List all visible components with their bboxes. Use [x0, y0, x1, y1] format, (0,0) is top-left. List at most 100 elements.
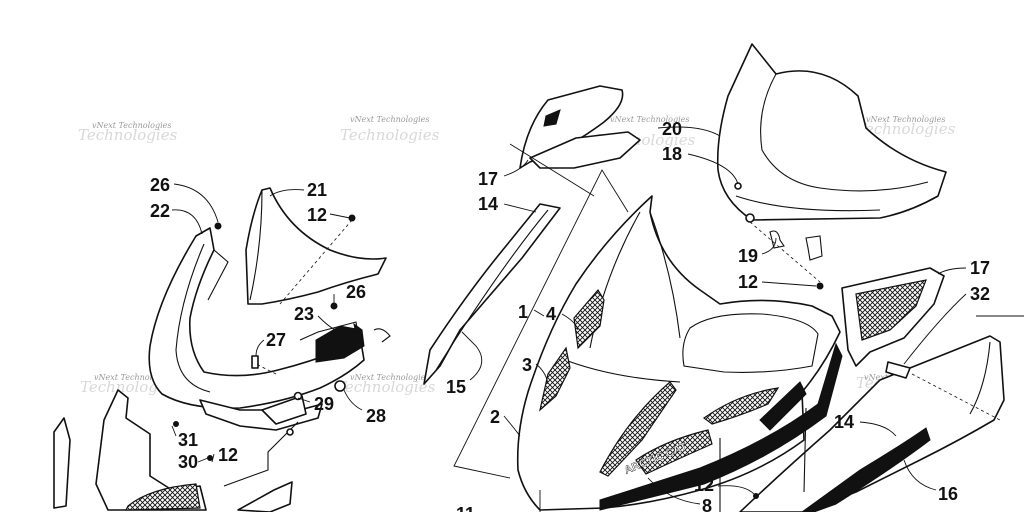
leader-line — [255, 339, 265, 357]
callout-23: 23 — [294, 304, 314, 324]
lower-nose-inner-line — [175, 243, 211, 393]
screw-part — [173, 421, 179, 427]
inner-shroud-part — [245, 187, 387, 305]
callout-26: 26 — [346, 282, 366, 302]
bracket-part — [261, 395, 307, 425]
main-hood-part — [516, 195, 841, 511]
hood-vent-mesh — [702, 387, 780, 425]
watermark-bg: Technologies — [78, 126, 178, 144]
callout-12: 12 — [738, 272, 758, 292]
guide-line — [279, 219, 353, 305]
callout-2: 2 — [490, 407, 500, 427]
assembly-bracket-line — [453, 169, 629, 479]
windshield-bracket-part — [805, 235, 823, 261]
right-side-panel-stripe — [801, 427, 931, 512]
watermark-bg: Technologies — [336, 378, 436, 396]
right-side-panel-line — [969, 341, 991, 415]
watermark: vNext Technologies — [92, 121, 171, 130]
leader-line — [761, 237, 777, 255]
watermark: vNext Technologies — [350, 115, 429, 124]
callout-12: 12 — [307, 205, 327, 225]
callout-11: 11 — [456, 504, 475, 512]
leader-line — [647, 477, 701, 505]
watermark-bg: Technologies — [340, 126, 440, 144]
hood-vent-mesh — [599, 381, 677, 477]
callout-8: 8 — [702, 496, 712, 512]
callout-29: 29 — [314, 394, 334, 414]
guide-line — [255, 363, 277, 375]
lower-right-piece — [237, 481, 293, 512]
hood-vent-mesh — [573, 288, 605, 350]
callout-31: 31 — [178, 430, 198, 450]
leader-line — [717, 485, 755, 495]
callout-17: 17 — [478, 169, 498, 189]
side-trim-part — [53, 417, 71, 509]
lower-panel-line — [803, 407, 807, 493]
screw-part — [214, 222, 222, 230]
leader-line — [329, 213, 351, 219]
watermark: vNext Technologies — [94, 373, 173, 382]
frame-line — [223, 421, 299, 487]
screw-part — [816, 282, 824, 290]
side-rail-line — [435, 209, 549, 371]
clip-part — [373, 328, 391, 343]
callout-28: 28 — [366, 406, 386, 426]
leader-line — [343, 389, 363, 411]
lower-left-mesh — [125, 483, 201, 511]
nut-part — [293, 391, 303, 401]
hood-vent-mesh — [539, 346, 571, 412]
clip-part — [885, 361, 911, 379]
washer-part — [334, 380, 346, 392]
callout-14: 14 — [478, 194, 498, 214]
watermark-bg: Technologies — [856, 120, 956, 138]
hood-stripe-decal — [599, 342, 843, 511]
leader-line — [211, 453, 215, 463]
guide-line — [911, 373, 1001, 421]
right-vent-mesh — [855, 279, 927, 341]
callout-4: 4 — [546, 304, 556, 324]
lower-left-panel-part — [95, 389, 207, 511]
main-hood-windscreen-opening — [682, 313, 819, 373]
leader-line — [461, 331, 483, 381]
leader-line — [561, 313, 579, 331]
callout-21: 21 — [307, 180, 327, 200]
leader-line — [269, 189, 305, 197]
callout-17: 17 — [970, 258, 990, 278]
leader-line — [173, 183, 219, 223]
callout-32: 32 — [970, 284, 990, 304]
lower-nose-part — [148, 227, 365, 410]
callout-19: 19 — [738, 246, 758, 266]
rivet-part — [251, 355, 259, 369]
screw-part — [753, 493, 759, 499]
leader-line — [937, 267, 967, 275]
leader-line — [859, 421, 897, 437]
callout-14: 14 — [834, 412, 854, 432]
windshield-inner-line — [760, 73, 929, 192]
leader-line — [171, 209, 203, 235]
callout-16: 16 — [938, 484, 958, 504]
upper-vent-slot — [543, 109, 561, 127]
watermark: vNext Technologies — [610, 115, 689, 124]
callout-3: 3 — [522, 355, 532, 375]
callout-30: 30 — [178, 452, 198, 472]
leader-line — [903, 459, 937, 491]
leader-line — [761, 281, 817, 287]
guide-line — [749, 221, 821, 283]
callout-12: 12 — [218, 445, 238, 465]
callout-18: 18 — [662, 144, 682, 164]
leader-line — [503, 159, 529, 177]
leader-line — [533, 309, 545, 317]
windshield-bracket-part — [769, 230, 785, 249]
inner-shroud-edge — [249, 189, 263, 301]
lower-skirt-part — [199, 399, 323, 431]
left-assembly — [53, 187, 391, 512]
callout-26: 26 — [150, 175, 170, 195]
leader-line — [503, 203, 537, 213]
callout-22: 22 — [150, 201, 170, 221]
leader-lines — [171, 126, 967, 505]
clip-arrow-part — [353, 322, 363, 335]
hood-stripe-decal — [759, 381, 807, 431]
callout-20: 20 — [662, 119, 682, 139]
leader-line — [317, 315, 337, 331]
